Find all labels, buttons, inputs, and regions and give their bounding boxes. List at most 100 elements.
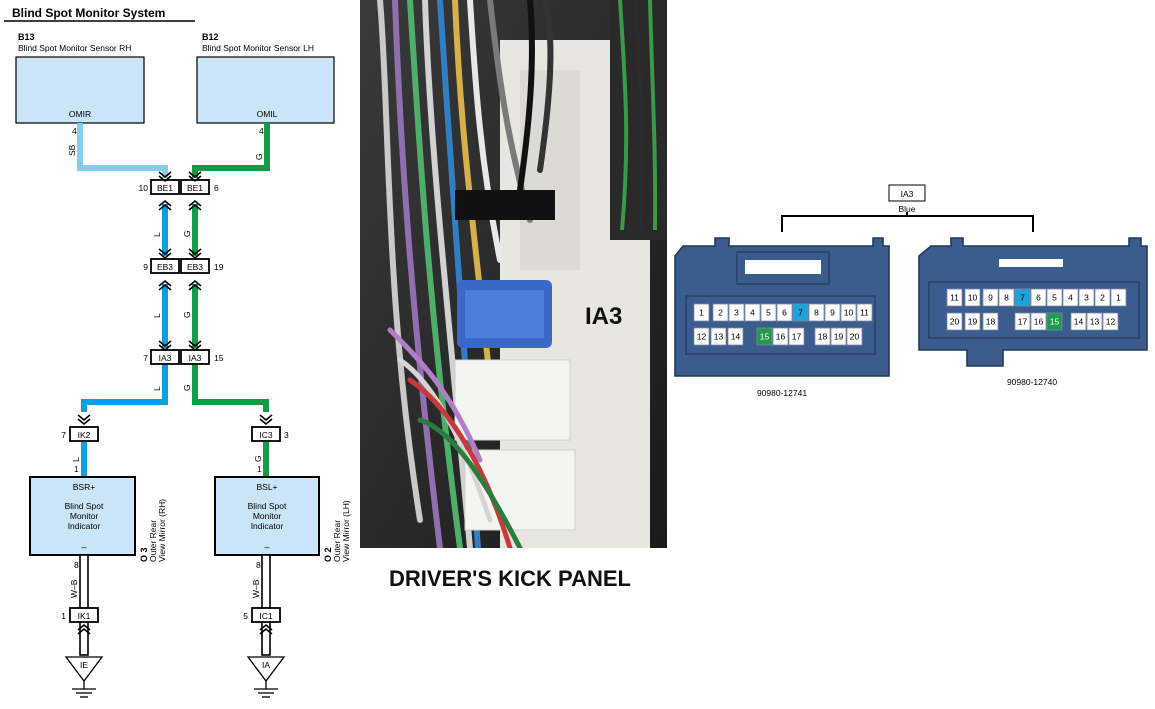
ground-point-ia: IA — [262, 660, 270, 670]
kick-panel-photo — [360, 0, 667, 548]
connector-left-pin-7: 7 — [792, 303, 809, 322]
connector-right-pin-label: 17 — [1018, 317, 1028, 327]
connector-ic3-label: IC3 — [259, 430, 273, 440]
connector-left-pin-label: 16 — [776, 332, 786, 342]
connector-ic3-pin: 3 — [284, 430, 289, 440]
connector-eb3-left-label: EB3 — [157, 262, 173, 272]
connector-right-pin-label: 5 — [1052, 293, 1057, 303]
connector-left-pin-label: 1 — [699, 308, 704, 318]
wire-label-g-1: G — [182, 230, 192, 237]
connector-left-pin-2: 2 — [712, 303, 729, 322]
ground-symbol-ie: IE — [64, 656, 104, 698]
connector-left-pin-label: 6 — [782, 308, 787, 318]
connector-right-pin-label: 10 — [968, 293, 978, 303]
connector-left-pin-19: 19 — [830, 327, 847, 346]
connector-right-pin-5: 5 — [1046, 288, 1063, 307]
connector-be1-right-pin: 6 — [214, 183, 219, 193]
connector-eb3-right: EB3 19 — [180, 258, 224, 274]
photo-overlay-label: IA3 — [585, 303, 623, 330]
connector-ia3-left-pin: 7 — [143, 353, 148, 363]
connector-right-pin-3: 3 — [1078, 288, 1095, 307]
ground-symbol-ia: IA — [246, 656, 286, 698]
connector-left-pin-11: 11 — [856, 303, 873, 322]
connector-right-pin-20: 20 — [946, 312, 963, 331]
indicator-lh-out-pin: 8 — [256, 560, 261, 570]
indicator-lh-name-2: Monitor — [253, 511, 282, 521]
wire-sb — [77, 123, 168, 178]
connector-right-pin-16: 16 — [1030, 312, 1047, 331]
indicator-lh-minus: – — [264, 542, 269, 552]
connector-bracket — [781, 215, 1034, 232]
connector-left-pin-label: 14 — [731, 332, 741, 342]
connector-right-pin-8: 8 — [998, 288, 1015, 307]
photo-caption: DRIVER'S KICK PANEL — [389, 566, 631, 591]
wire-label-l-1: L — [152, 232, 162, 237]
connector-left-pin-18: 18 — [814, 327, 831, 346]
connector-right-pin-4: 4 — [1062, 288, 1079, 307]
indicator-lh-name-1: Blind Spot — [248, 501, 287, 511]
indicator-rh-minus: – — [81, 542, 86, 552]
wire-label-l-2: L — [152, 313, 162, 318]
diagram-title: Blind Spot Monitor System — [12, 6, 165, 20]
indicator-lh-box — [214, 476, 320, 556]
connector-left-pin-4: 4 — [744, 303, 761, 322]
connector-right-pin-7: 7 — [1014, 288, 1031, 307]
pin-sensor-lh: 4 — [259, 126, 264, 136]
connector-right-pin-label: 9 — [988, 293, 993, 303]
indicator-rh-terminal: BSR+ — [73, 482, 95, 492]
ground-chevrons — [77, 623, 273, 635]
indicator-rh-name-1: Blind Spot — [65, 501, 104, 511]
connector-right-pin-13: 13 — [1086, 312, 1103, 331]
wire-label-g-2: G — [182, 311, 192, 318]
wire-label-l-4: L — [71, 457, 81, 462]
indicator-lh-in-pin: 1 — [257, 464, 262, 474]
connector-right-pin-12: 12 — [1102, 312, 1119, 331]
sensor-rh-pin-label: OMIR — [69, 109, 91, 119]
connector-right-pin-label: 19 — [968, 317, 978, 327]
connector-left-pin-label: 17 — [792, 332, 802, 342]
connector-left-part: 90980-12741 — [757, 388, 807, 398]
connector-right-pin-19: 19 — [964, 312, 981, 331]
connector-left-pin-label: 19 — [834, 332, 844, 342]
wires — [77, 123, 270, 476]
connector-color-name: Blue — [898, 204, 915, 214]
indicator-rh-mirror-1: Outer Rear — [148, 520, 158, 562]
connector-left-pin-13: 13 — [710, 327, 727, 346]
connector-left-pin-label: 8 — [814, 308, 819, 318]
sensor-lh-box — [196, 56, 335, 124]
connector-right-pin-label: 15 — [1050, 317, 1060, 327]
connector-ik1-pin: 1 — [61, 611, 66, 621]
connector-right-pin-label: 4 — [1068, 293, 1073, 303]
indicator-rh-name-2: Monitor — [70, 511, 99, 521]
connector-ic1-pin: 5 — [243, 611, 248, 621]
connector-left-pin-10: 10 — [840, 303, 857, 322]
connector-be1-right-label: BE1 — [187, 183, 203, 193]
connector-left-pin-label: 13 — [714, 332, 724, 342]
wiring-diagram: Blind Spot Monitor System B13 Blind Spot… — [4, 6, 351, 698]
connector-right-pin-9: 9 — [982, 288, 999, 307]
mating-chevrons — [77, 171, 273, 426]
connector-eb3-right-label: EB3 — [187, 262, 203, 272]
connector-left-pin-8: 8 — [808, 303, 825, 322]
connector-right-pin-label: 6 — [1036, 293, 1041, 303]
wire-l-3 — [81, 364, 168, 412]
connector-right-pin-label: 14 — [1074, 317, 1084, 327]
connector-ik2: IK2 7 — [61, 426, 99, 442]
connector-left-pin-1: 1 — [693, 303, 710, 322]
indicator-rh-out-pin: 8 — [74, 560, 79, 570]
connector-ik2-pin: 7 — [61, 430, 66, 440]
wire-label-l-3: L — [152, 386, 162, 391]
connector-eb3-left: EB3 9 — [143, 258, 180, 274]
connector-left-pin-label: 11 — [860, 308, 869, 318]
connector-eb3-right-pin: 19 — [214, 262, 224, 272]
connector-left-pin-label: 12 — [697, 332, 707, 342]
connector-left-pin-label: 7 — [798, 308, 803, 318]
sensor-rh-name: Blind Spot Monitor Sensor RH — [18, 43, 131, 53]
connector-ic1-label: IC1 — [259, 611, 273, 621]
ground-point-ie: IE — [80, 660, 88, 670]
connector-left-pin-label: 2 — [718, 308, 723, 318]
connector-ik1-label: IK1 — [78, 611, 91, 621]
connector-left-pin-20: 20 — [846, 327, 863, 346]
